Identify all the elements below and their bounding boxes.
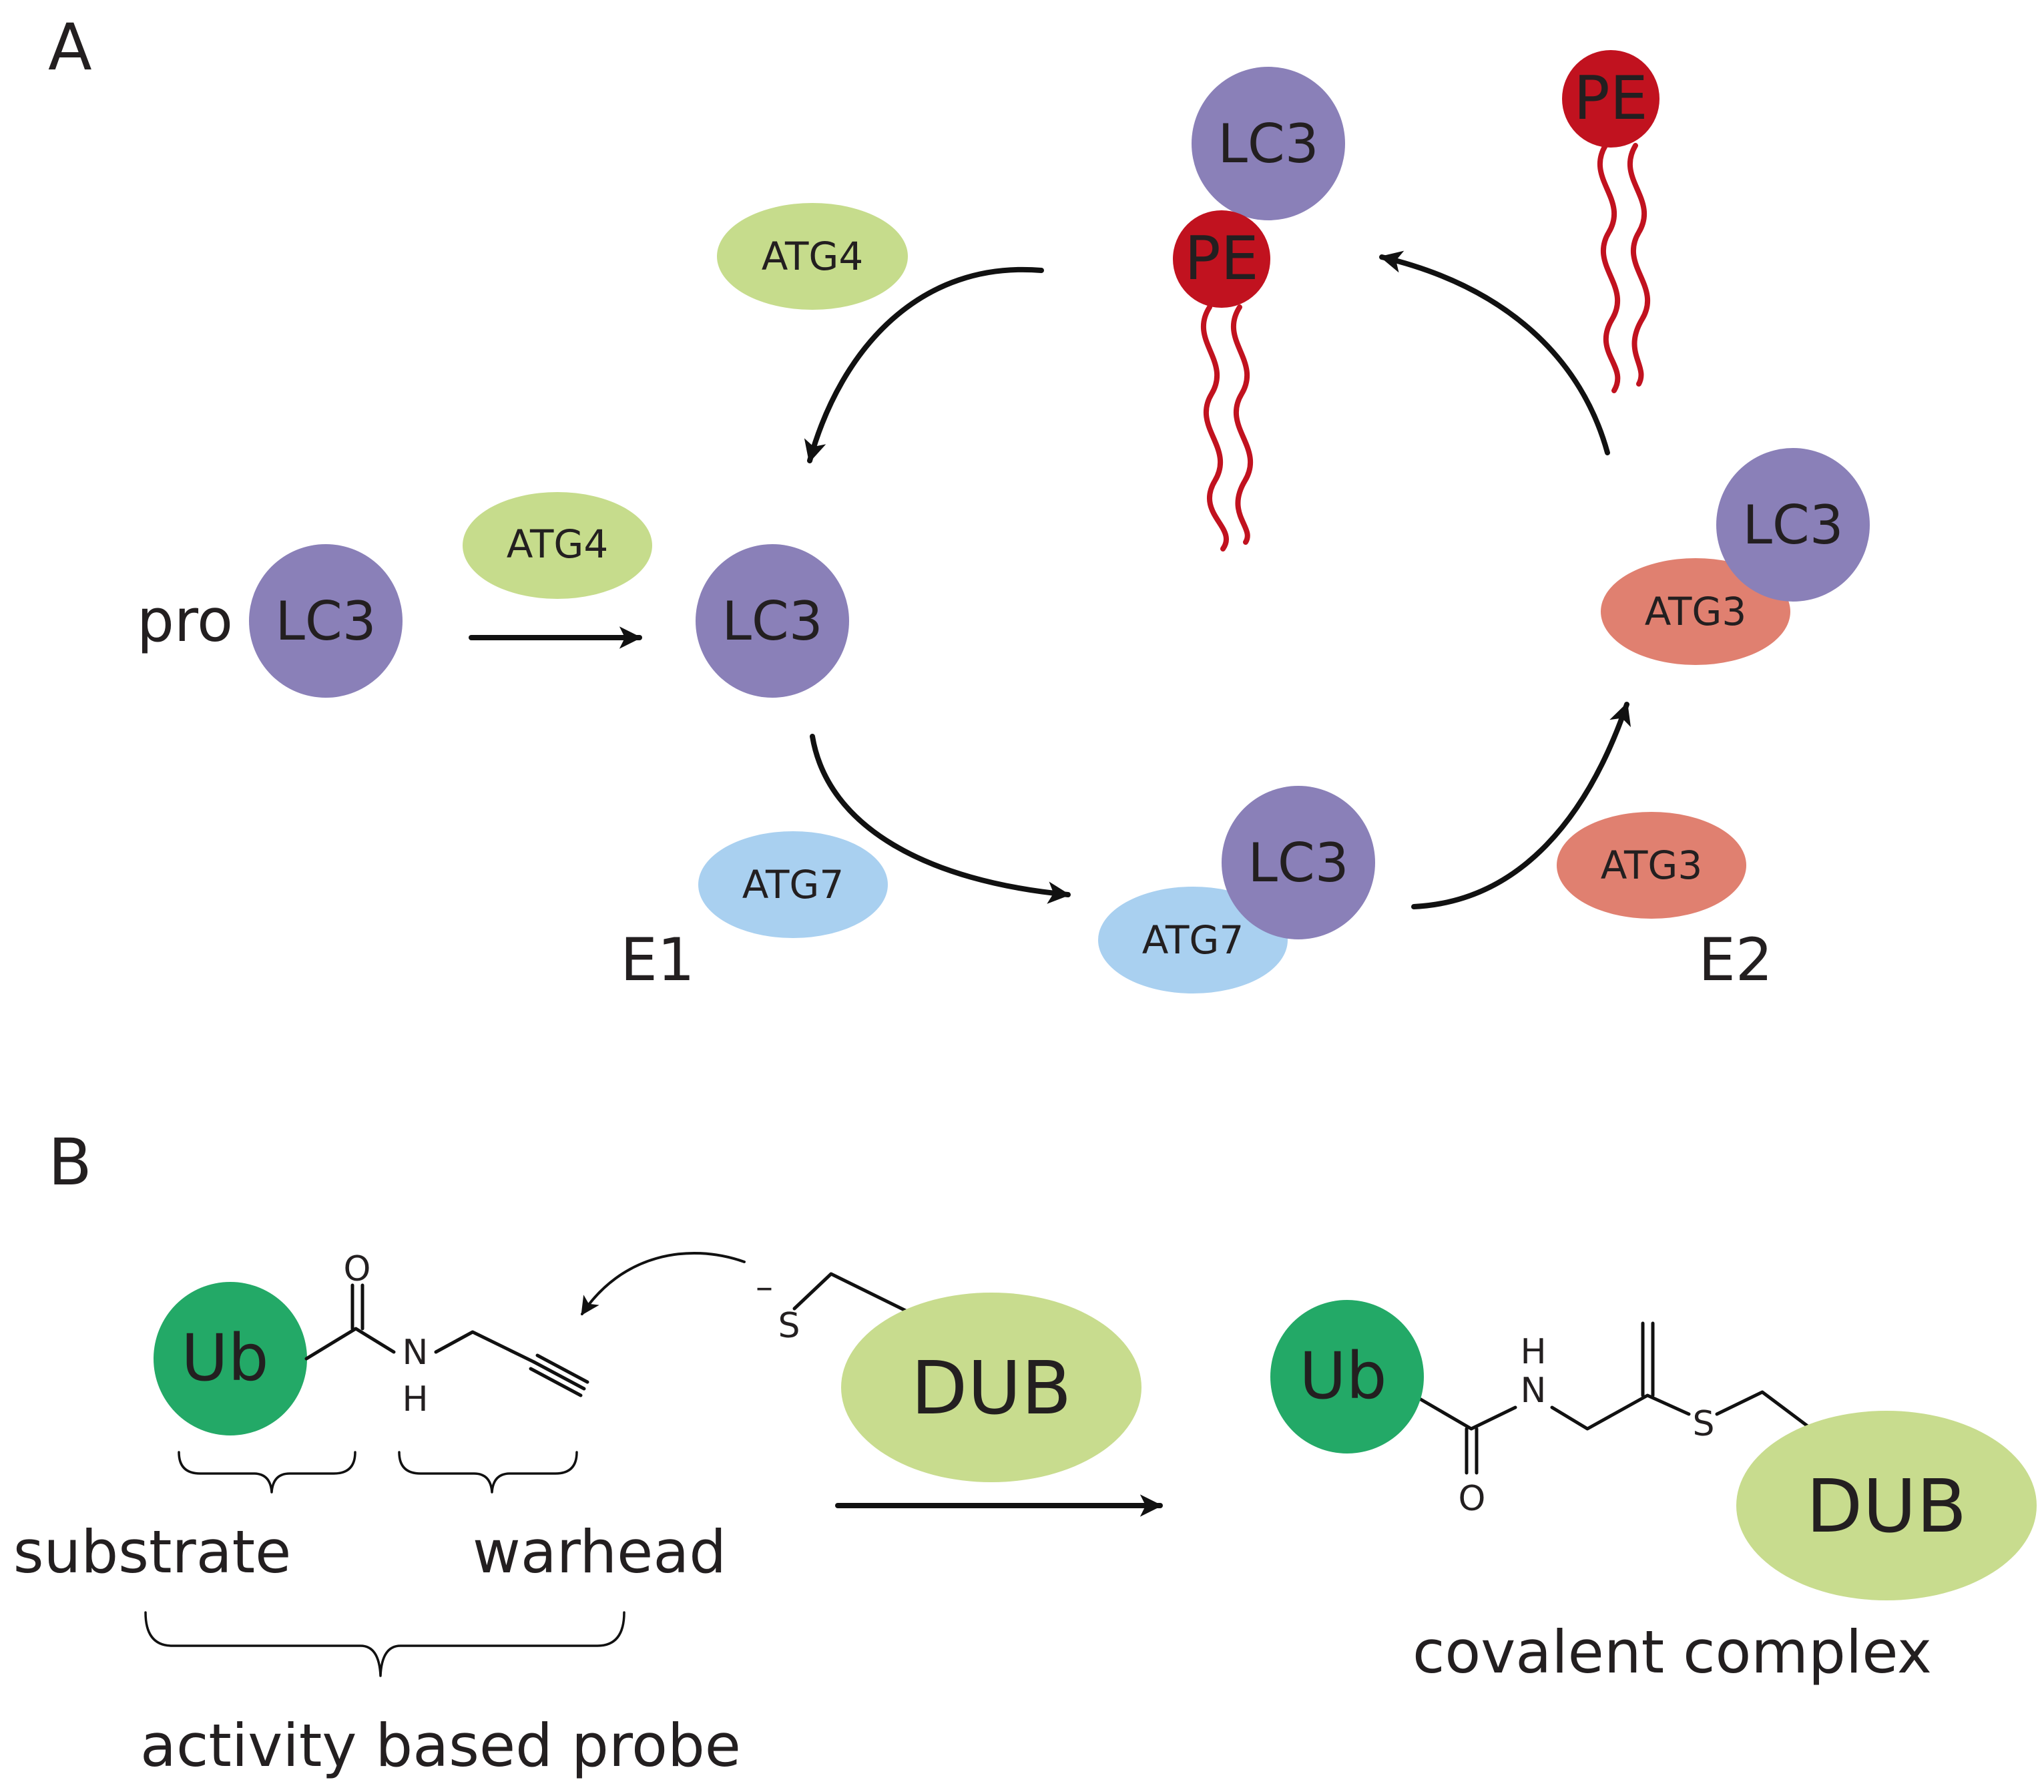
atg3-label-complex: ATG3 [1645, 589, 1746, 634]
ub-label-probe: Ub [181, 1321, 268, 1395]
pe-head-free [1562, 50, 1659, 148]
complex-label: covalent complex [1413, 1618, 1932, 1687]
dub-sulfur-bonds [792, 1272, 920, 1319]
lc3-circle-atg7-complex [1222, 786, 1375, 939]
probe-brace [144, 1611, 625, 1677]
atg3-ellipse-free [1557, 812, 1746, 919]
complex-hydrogen: H [1520, 1332, 1546, 1372]
attack-arrow [581, 1251, 746, 1316]
ub-label-complex: Ub [1299, 1339, 1386, 1413]
probe-nitrogen: N [403, 1333, 429, 1373]
atg7-ellipse-complex [1098, 887, 1288, 993]
arrow-pe-to-lc3 [804, 266, 1044, 463]
panel-a-label: A [48, 10, 92, 85]
atg3-label-free: ATG3 [1601, 843, 1702, 888]
probe-label: activity based probe [140, 1711, 741, 1780]
complex-oxygen: O [1459, 1479, 1486, 1519]
dub-label-complex: DUB [1806, 1464, 1967, 1549]
lc3-circle-atg3-complex [1716, 448, 1870, 602]
complex-bonds [1417, 1321, 1818, 1475]
e2-label: E2 [1698, 925, 1773, 994]
atg3-ellipse-complex [1601, 558, 1790, 665]
complex-nitrogen: N [1521, 1371, 1547, 1411]
lc3-label-center: LC3 [722, 590, 822, 652]
pe-lipid-tails-conjugate [1200, 304, 1254, 551]
pe-lipid-tails-free [1597, 143, 1651, 393]
warhead-brace [398, 1451, 578, 1494]
thiolate-sulfur: S [778, 1306, 800, 1346]
ub-circle-complex [1270, 1300, 1424, 1453]
dub-ellipse-reactant [841, 1293, 1141, 1482]
probe-hydrogen: H [402, 1379, 428, 1419]
atg4-ellipse-top [717, 203, 908, 310]
probe-bonds [304, 1283, 589, 1397]
substrate-label: substrate [13, 1518, 292, 1586]
atg7-label-free: ATG7 [742, 862, 844, 907]
atg4-label-top: ATG4 [762, 234, 863, 279]
pro-label: pro [137, 586, 233, 655]
panel-a: A pro LC3 ATG4 LC3 ATG4 ATG7 E1 ATG7 LC3… [48, 10, 1870, 994]
pro-lc3-circle [249, 544, 403, 698]
lc3-label-atg7-complex: LC3 [1248, 832, 1348, 894]
lc3-label-pe-conjugate: LC3 [1218, 113, 1318, 175]
probe-oxygen: O [344, 1249, 371, 1289]
atg7-label-complex: ATG7 [1142, 917, 1244, 963]
ub-circle-probe [154, 1282, 307, 1435]
pro-lc3-label: LC3 [275, 590, 376, 652]
dub-label-reactant: DUB [911, 1345, 1072, 1431]
panel-b-label: B [48, 1125, 92, 1200]
pe-label-free: PE [1573, 63, 1647, 134]
arrow-atg3-to-pe [1379, 250, 1610, 455]
pe-head-conjugate [1173, 210, 1270, 308]
complex-sulfur: S [1692, 1404, 1714, 1444]
panel-b: B Ub O N H substrate warhead activity ba… [13, 1125, 2037, 1780]
atg4-label-bottom: ATG4 [507, 521, 608, 567]
atg7-ellipse-free [698, 831, 888, 938]
lc3-circle-center [696, 544, 849, 698]
thiolate-charge: – [756, 1267, 773, 1307]
arrow-lc3-to-atg7 [810, 734, 1071, 904]
atg4-ellipse-bottom [463, 492, 652, 599]
substrate-brace [178, 1451, 356, 1494]
pe-label-conjugate: PE [1184, 224, 1258, 294]
e1-label: E1 [620, 925, 695, 994]
warhead-label: warhead [473, 1518, 726, 1586]
dub-ellipse-complex [1736, 1411, 2037, 1600]
arrow-atg7-to-atg3 [1411, 702, 1631, 909]
lc3-circle-pe-conjugate [1192, 67, 1345, 220]
lc3-label-atg3-complex: LC3 [1742, 494, 1843, 556]
